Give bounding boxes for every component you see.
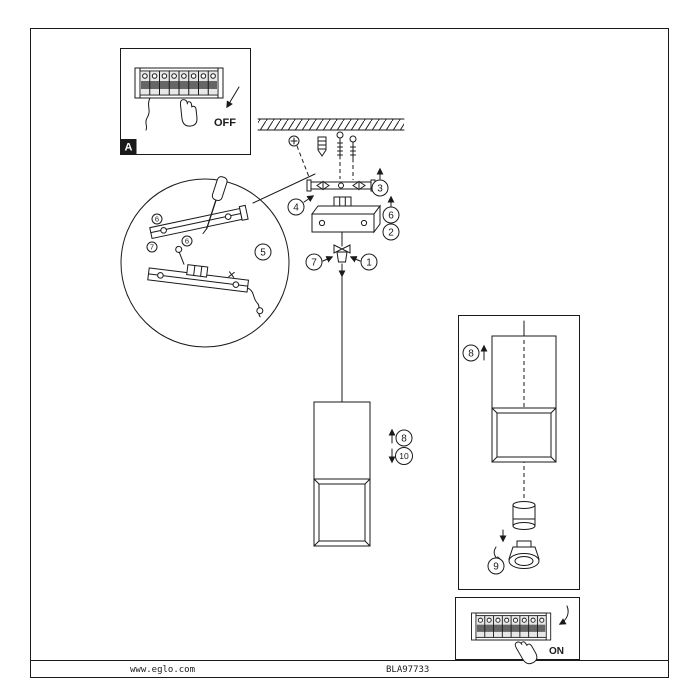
lamp-frame bbox=[313, 478, 371, 547]
callout-5: 5 bbox=[254, 243, 272, 261]
shade-detail-panel: 8 9 bbox=[458, 315, 580, 590]
callout-small-3: 6 bbox=[181, 235, 193, 247]
svg-text:9: 9 bbox=[493, 562, 499, 573]
callout-2: 2 bbox=[382, 223, 400, 241]
magnifier-circle bbox=[120, 178, 290, 348]
callout-8: 8 bbox=[395, 429, 413, 447]
canopy-box bbox=[311, 196, 381, 234]
screw-icon-2 bbox=[349, 135, 357, 180]
press-arrow-icon bbox=[226, 86, 240, 109]
bracket-upper bbox=[149, 204, 249, 240]
inset-on-panel: ON bbox=[455, 597, 580, 667]
callout-9: 9 bbox=[487, 557, 505, 575]
press-arrow-on-icon bbox=[558, 605, 569, 625]
screw-head-icon bbox=[288, 135, 310, 178]
wall-anchor-icon bbox=[317, 136, 327, 157]
mounting-strap bbox=[306, 179, 376, 192]
bulb-icon bbox=[508, 540, 540, 569]
terminal-strip-on bbox=[471, 612, 552, 641]
callout-small-1: 6 bbox=[151, 213, 163, 225]
ceiling-assembly: 3 4 6 2 bbox=[257, 118, 405, 278]
svg-text:3: 3 bbox=[377, 184, 383, 195]
magnifier-leader-line bbox=[252, 173, 316, 204]
svg-text:10: 10 bbox=[399, 451, 409, 461]
lamp-socket bbox=[512, 501, 536, 530]
inset-off-panel: OFF A bbox=[120, 48, 251, 155]
svg-text:6: 6 bbox=[388, 211, 394, 222]
article-code: BLA97733 bbox=[386, 665, 429, 675]
section-tag-label: A bbox=[125, 142, 133, 154]
callout-4: 4 bbox=[287, 195, 315, 216]
svg-text:7: 7 bbox=[311, 258, 317, 269]
svg-text:2: 2 bbox=[388, 228, 394, 239]
ceiling-hatch bbox=[258, 119, 404, 130]
svg-text:8: 8 bbox=[468, 349, 474, 360]
callout-10: 10 bbox=[395, 447, 413, 465]
cord-grip bbox=[333, 231, 351, 263]
bracket-lower bbox=[147, 245, 264, 318]
callout-small-2: 7 bbox=[146, 241, 158, 253]
off-label: OFF bbox=[214, 117, 236, 129]
callout-1: 1 bbox=[349, 253, 378, 271]
callout-8-detail: 8 bbox=[462, 344, 480, 362]
on-label: ON bbox=[549, 646, 564, 657]
svg-text:5: 5 bbox=[260, 248, 266, 259]
section-tag-a: A bbox=[120, 139, 137, 155]
detail-frame bbox=[491, 407, 557, 463]
svg-text:6: 6 bbox=[185, 237, 189, 246]
lamp-shade bbox=[313, 401, 371, 480]
wire-squiggle bbox=[145, 97, 151, 131]
pendant-lamp: 8 10 bbox=[313, 275, 413, 547]
callout-7: 7 bbox=[305, 253, 334, 271]
callout-6: 6 bbox=[382, 206, 400, 224]
terminal-strip bbox=[134, 67, 224, 99]
svg-text:1: 1 bbox=[366, 258, 372, 269]
callout-3: 3 bbox=[371, 179, 389, 197]
svg-text:7: 7 bbox=[150, 243, 154, 252]
detail-circle: 5 6 7 6 bbox=[120, 173, 316, 348]
svg-text:6: 6 bbox=[155, 215, 159, 224]
screw-icon-1 bbox=[336, 131, 344, 179]
screwdriver-icon bbox=[202, 176, 228, 235]
svg-text:8: 8 bbox=[401, 434, 407, 445]
svg-text:4: 4 bbox=[293, 203, 299, 214]
website-label: www.eglo.com bbox=[130, 665, 195, 675]
